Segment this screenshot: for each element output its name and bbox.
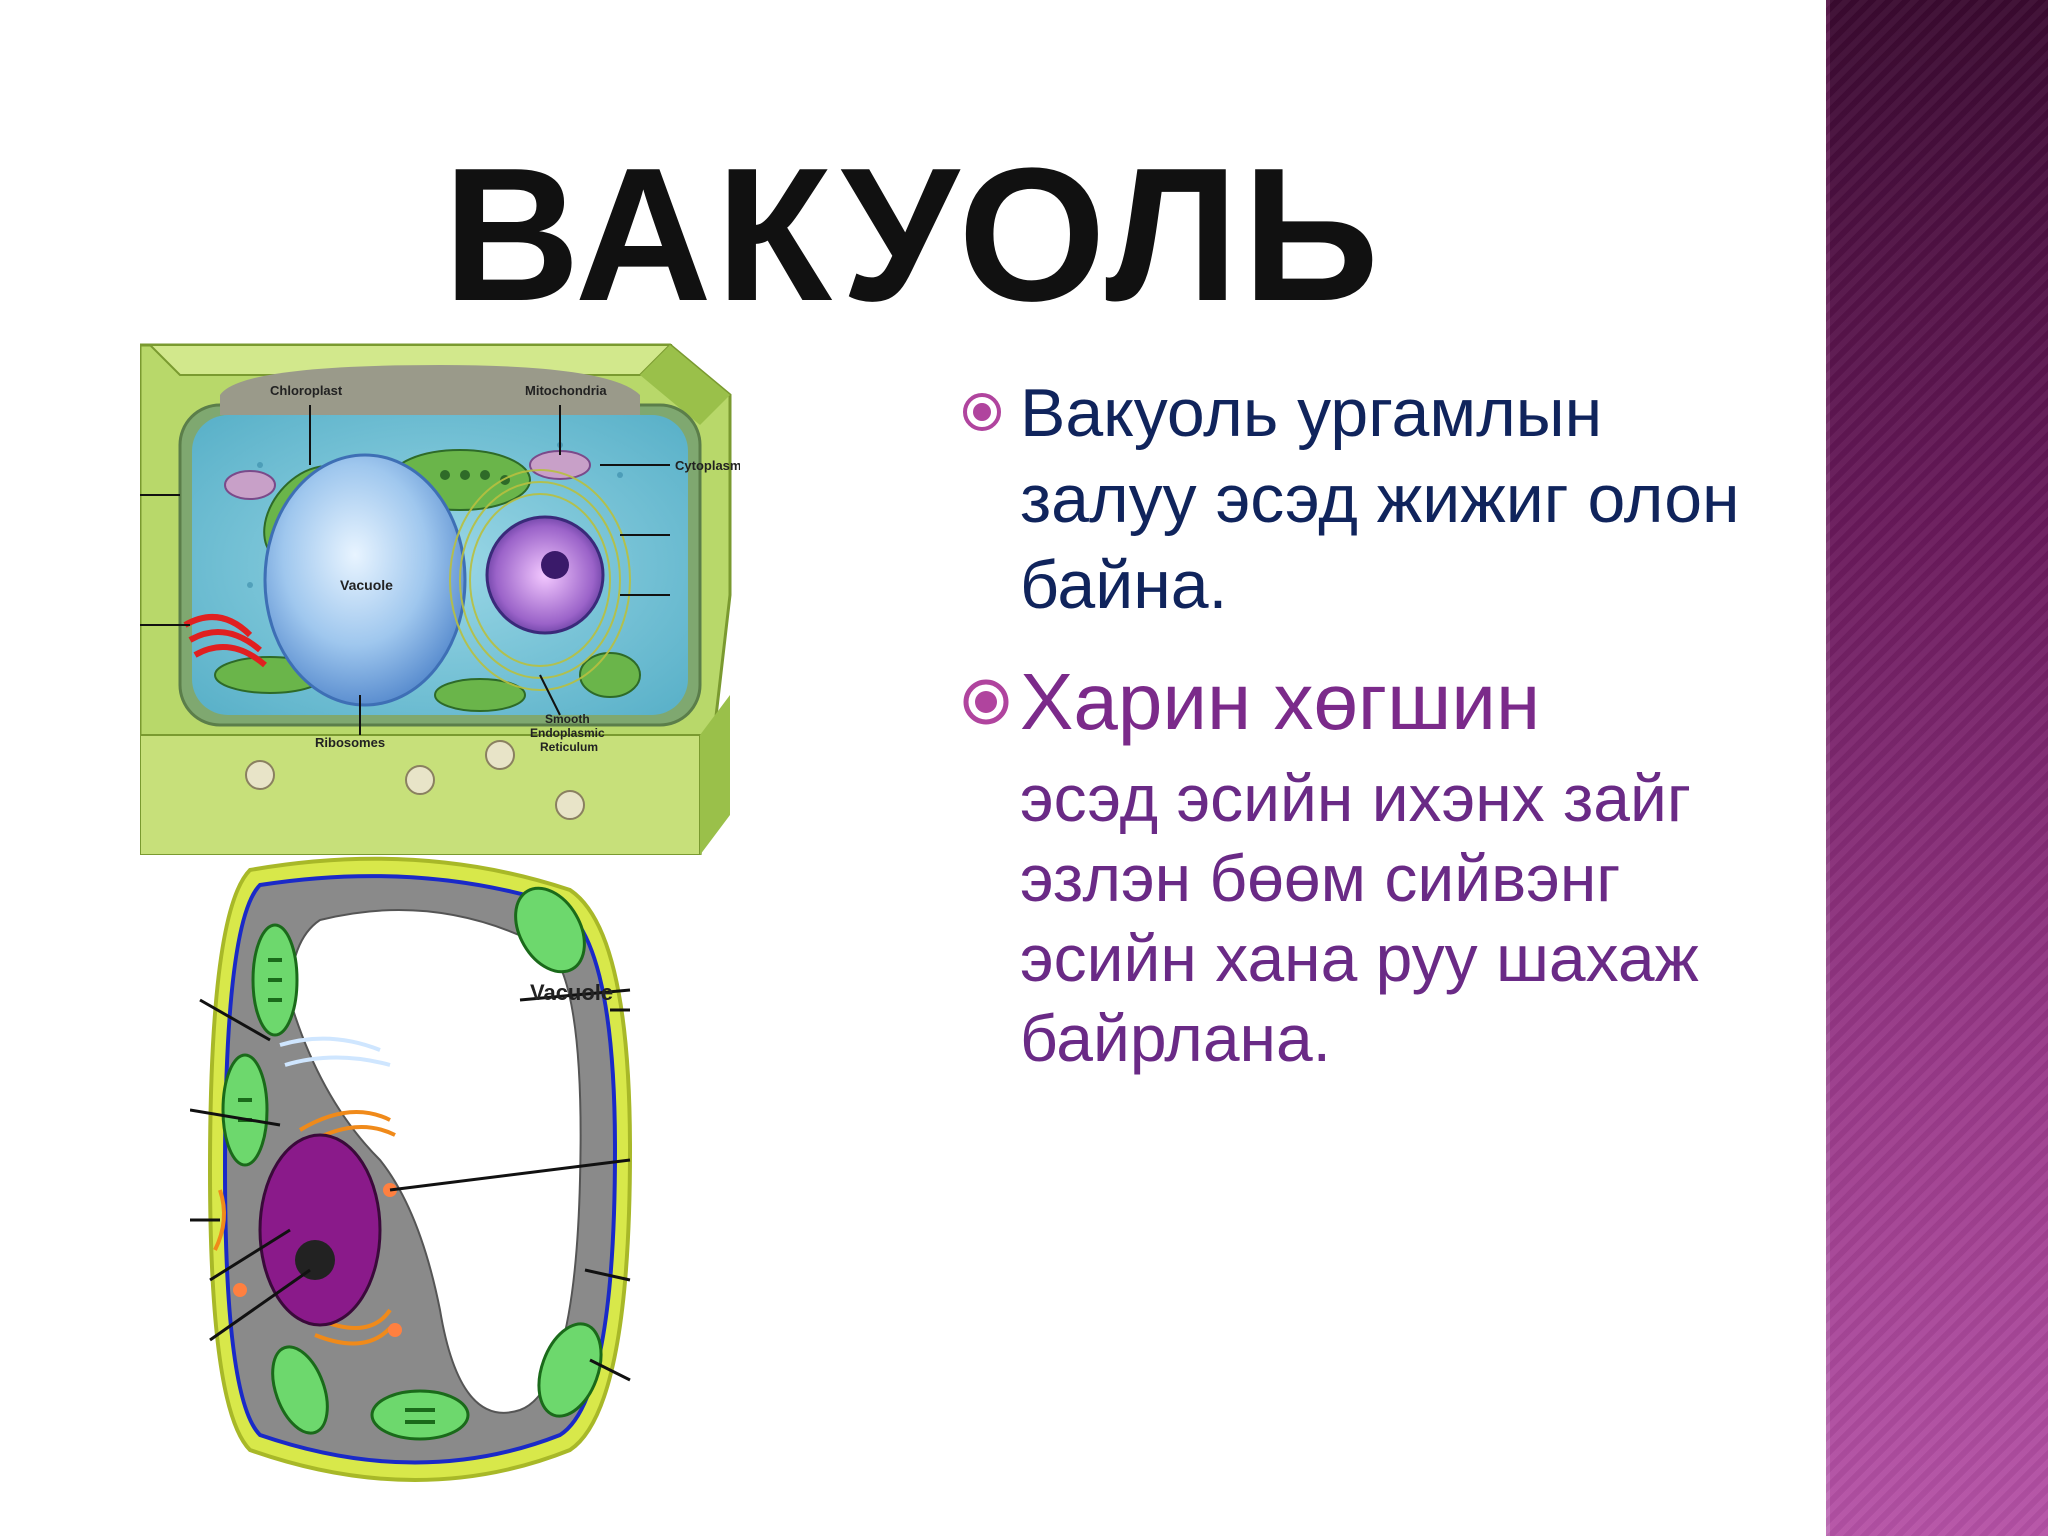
bullet-circle-icon — [963, 393, 1001, 431]
bullet-item-1: Вакуоль ургамлын залуу эсэд жижиг олон б… — [960, 370, 1780, 628]
bullet-list: Вакуоль ургамлын залуу эсэд жижиг олон б… — [960, 370, 1780, 1078]
bullet-2-heading: Харин хөгшин — [1020, 657, 1541, 746]
decorative-side-band — [1826, 0, 2048, 1536]
label-smooth-er-1: Smooth — [545, 712, 590, 726]
bullet-circle-icon — [963, 679, 1009, 725]
plant-cell-3d-diagram: Chloroplast Mitochondria Cytoplasm Vacuo… — [140, 343, 740, 855]
bullet-item-2: Харин хөгшин — [960, 654, 1780, 750]
label-smooth-er-2: Endoplasmic — [530, 726, 605, 740]
label-mitochondria: Mitochondria — [525, 383, 607, 398]
label-vacuole-2d: Vacuole — [530, 980, 613, 1005]
label-vacuole-3d: Vacuole — [340, 577, 393, 593]
label-chloroplast: Chloroplast — [270, 383, 343, 398]
label-cytoplasm: Cytoplasm — [675, 458, 740, 473]
label-smooth-er-3: Reticulum — [540, 740, 598, 754]
bullet-2-text: эсэд эсийн ихэнх зайг эзлэн бөөм сийвэнг… — [1020, 761, 1699, 1075]
label-ribosomes: Ribosomes — [315, 735, 385, 750]
bullet-1-text: Вакуоль ургамлын залуу эсэд жижиг олон б… — [1020, 375, 1740, 623]
slide-title: ВАКУОЛЬ — [442, 129, 1384, 341]
band-texture — [1826, 0, 2048, 1536]
old-plant-cell-diagram: Vacuole — [190, 856, 633, 1482]
